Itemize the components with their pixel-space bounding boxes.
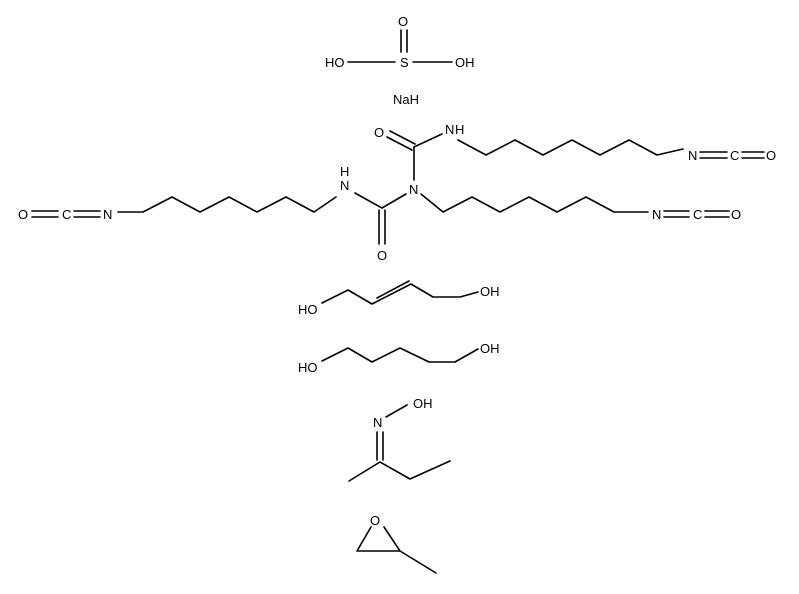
atom-n-top-isocyanate: N: [688, 148, 697, 163]
atom-nh-top: N: [445, 122, 454, 137]
propylene-oxide-structure: O: [356, 513, 437, 574]
atom-o-top-isocyanate: O: [766, 148, 776, 163]
bond-butenediol-double: [376, 280, 410, 299]
bond-c-nh-left: [354, 192, 383, 209]
atom-oh: OH: [480, 284, 500, 299]
atom-oh: OH: [413, 396, 433, 411]
atom-n-central: N: [409, 182, 418, 197]
bond-butenediol-chain: [321, 283, 479, 305]
atom-ho: HO: [298, 360, 318, 375]
atom-n: N: [373, 415, 382, 430]
bond-c-o-top-a: [386, 136, 413, 151]
atom-o: O: [370, 513, 380, 528]
atom-h-left: H: [340, 164, 349, 179]
bond-chain-right: [420, 193, 649, 213]
atom-s: S: [400, 55, 409, 70]
atom-n-left-isocyanate: N: [103, 207, 112, 222]
biuret-triisocyanate-structure: O N H N C O N O N H N C O N C: [18, 122, 776, 263]
bond-butanediol-chain: [321, 347, 479, 363]
atom-c-top-isocyanate: C: [730, 148, 739, 163]
butanone-oxime-structure: OH N: [348, 396, 451, 482]
sodium-hydride: NaH: [393, 92, 419, 107]
atom-oh: OH: [480, 341, 500, 356]
butenediol-structure: HO OH: [298, 280, 500, 317]
atom-oh-right: OH: [455, 55, 475, 70]
atom-nh-left: N: [340, 178, 349, 193]
bond-oxime-chain: [348, 460, 451, 482]
atom-ho: HO: [298, 302, 318, 317]
bond-epoxide-ring: [356, 526, 401, 552]
atom-o-top-carbonyl: O: [374, 125, 384, 140]
atom-h-top: H: [455, 122, 464, 137]
atom-o-left-isocyanate: O: [18, 207, 28, 222]
bond-n-c-bottom: [381, 193, 407, 209]
atom-o-right-isocyanate: O: [731, 207, 741, 222]
bond-chain-left: [117, 196, 337, 213]
sodium-hydride-label: NaH: [393, 92, 419, 107]
atom-o-top: O: [398, 14, 408, 29]
butanediol-structure: HO OH: [298, 341, 500, 375]
bond-c-nh-top: [413, 133, 443, 148]
atom-n-right-isocyanate: N: [652, 207, 661, 222]
bond-c-o-top-b: [389, 130, 416, 145]
atom-o-bottom-carbonyl: O: [377, 248, 387, 263]
atom-ho-left: HO: [325, 55, 345, 70]
bond-n-o: [385, 404, 408, 418]
sulfurous-acid-structure: O S HO OH: [325, 14, 475, 70]
bond-chain-top: [457, 139, 684, 156]
atom-c-right-isocyanate: C: [693, 207, 702, 222]
atom-c-left-isocyanate: C: [62, 207, 71, 222]
bond-methyl: [399, 550, 437, 574]
